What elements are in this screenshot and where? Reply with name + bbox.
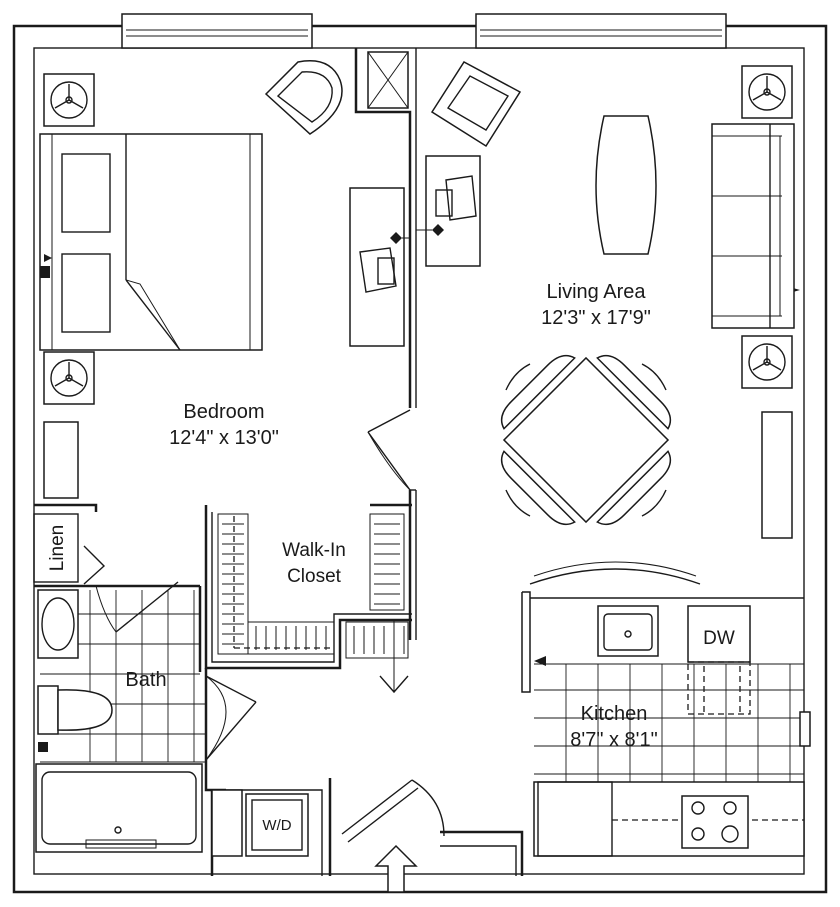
living-armchair bbox=[430, 61, 522, 148]
bedroom-label: Bedroom bbox=[183, 401, 264, 423]
washer-dryer bbox=[211, 789, 309, 857]
ceiling-fan-icon bbox=[43, 73, 95, 127]
mechanical-chase bbox=[367, 51, 409, 109]
outlet-icon bbox=[534, 656, 546, 666]
sofa bbox=[711, 123, 795, 329]
dining-set bbox=[500, 354, 672, 526]
dishwasher bbox=[687, 605, 751, 715]
entry-arrow-icon bbox=[374, 844, 418, 893]
exterior-walls bbox=[12, 24, 828, 894]
bedroom-desk bbox=[349, 187, 410, 347]
closet-label-line2: Closet bbox=[287, 566, 342, 587]
bed bbox=[39, 133, 263, 351]
bath-vanity bbox=[37, 589, 79, 659]
kitchen-size: 8'7" x 8'1" bbox=[570, 729, 657, 751]
bedroom-size: 12'4" x 13'0" bbox=[169, 427, 279, 449]
ceiling-fan-icon bbox=[741, 65, 793, 119]
outlet-icon bbox=[40, 254, 52, 278]
living-area-size: 12'3" x 17'9" bbox=[541, 307, 651, 329]
bath-label: Bath bbox=[125, 669, 166, 691]
entry-door[interactable] bbox=[341, 779, 445, 843]
linen-label: Linen bbox=[47, 525, 68, 572]
kitchen-counter-arc bbox=[529, 561, 701, 585]
linen-door[interactable] bbox=[83, 545, 106, 585]
ceiling-fan-icon bbox=[43, 351, 95, 405]
window-bedroom bbox=[121, 13, 313, 49]
outlet-icon bbox=[38, 742, 48, 752]
closet-label-line1: Walk-In bbox=[282, 540, 346, 561]
bath-floor-tiles bbox=[40, 590, 206, 763]
bedroom-armchair bbox=[264, 60, 343, 135]
window-living bbox=[475, 13, 727, 49]
kitchen-counter bbox=[533, 781, 805, 857]
closet-hangers bbox=[222, 516, 405, 654]
kitchen-wall-switch bbox=[799, 711, 811, 747]
stove bbox=[681, 795, 749, 849]
kitchen-label: Kitchen bbox=[581, 703, 648, 725]
kitchen-floor-tiles bbox=[534, 663, 804, 790]
washer-dryer-label: W/D bbox=[262, 817, 291, 834]
bath-door[interactable] bbox=[205, 675, 257, 761]
ceiling-fan-icon bbox=[741, 335, 793, 389]
tv-console bbox=[761, 411, 793, 539]
bedroom-dresser bbox=[43, 421, 79, 499]
closet-rods bbox=[217, 513, 409, 659]
coffee-table bbox=[595, 115, 657, 255]
living-area-label: Living Area bbox=[547, 281, 647, 303]
bedroom-door[interactable] bbox=[367, 409, 411, 491]
kitchen-sink bbox=[597, 605, 659, 657]
interior-walls bbox=[33, 48, 804, 876]
dishwasher-label: DW bbox=[703, 628, 735, 649]
toilet bbox=[37, 685, 113, 735]
bathtub bbox=[35, 763, 203, 853]
bath-inner-door[interactable] bbox=[95, 581, 179, 633]
living-desk bbox=[416, 155, 481, 267]
